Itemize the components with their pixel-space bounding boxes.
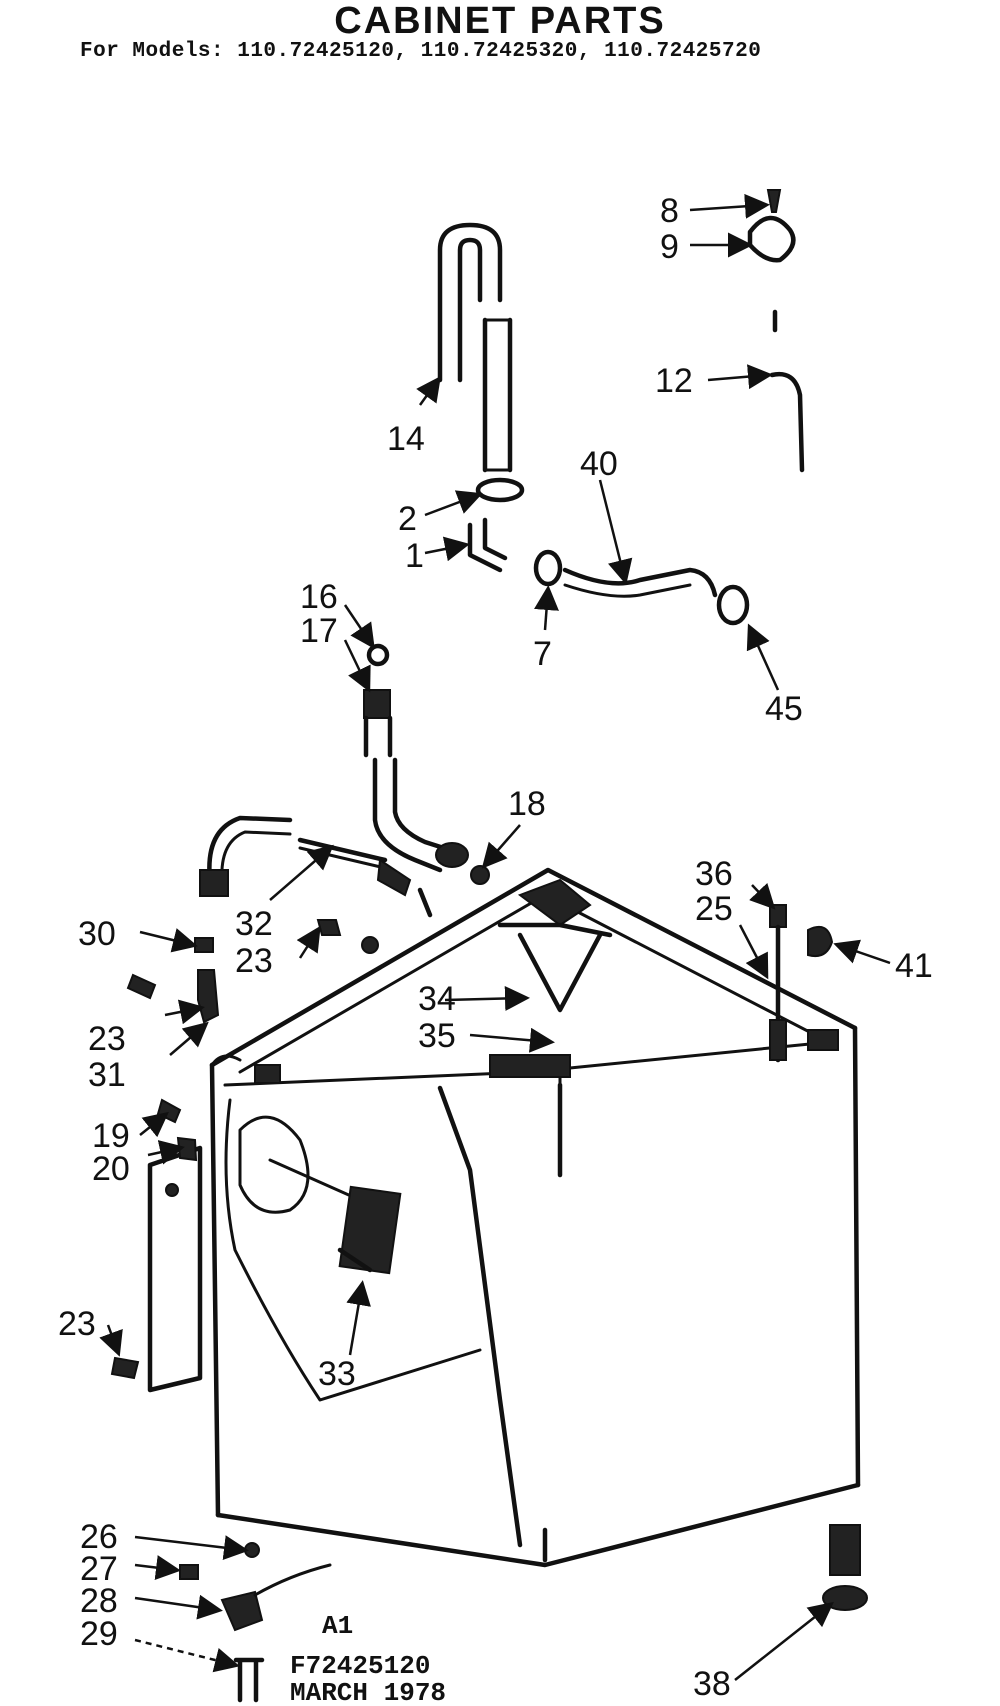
label-23-lower: 23 bbox=[58, 1305, 96, 1343]
bracket-part-28 bbox=[220, 1590, 264, 1632]
footer-date: MARCH 1978 bbox=[290, 1678, 446, 1706]
hose-part-12 bbox=[769, 371, 805, 473]
hose-part-14 bbox=[437, 222, 513, 473]
clamp-part-7 bbox=[533, 549, 563, 587]
label-40: 40 bbox=[580, 445, 618, 483]
label-25: 25 bbox=[695, 890, 733, 928]
plug-part-29 bbox=[233, 1657, 265, 1703]
label-45: 45 bbox=[765, 690, 803, 728]
label-28: 28 bbox=[80, 1582, 118, 1620]
knob-part-41 bbox=[807, 926, 834, 958]
fill-tube-part-17 bbox=[363, 643, 469, 873]
nut-part-26 bbox=[244, 1542, 260, 1558]
label-9: 9 bbox=[660, 228, 679, 266]
diagram-title: CABINET PARTS bbox=[334, 0, 666, 42]
hose-part-40 bbox=[562, 567, 718, 598]
label-27: 27 bbox=[80, 1550, 118, 1588]
label-8: 8 bbox=[660, 192, 679, 230]
washer-part-27 bbox=[179, 1564, 199, 1580]
label-38: 38 bbox=[693, 1665, 731, 1703]
label-23-upper: 23 bbox=[235, 942, 273, 980]
screw-part-23-upper bbox=[316, 919, 342, 936]
label-20: 20 bbox=[92, 1150, 130, 1188]
screw-part-23-left bbox=[126, 973, 157, 1000]
switch-part-33 bbox=[238, 1115, 402, 1275]
side-panel bbox=[147, 1098, 203, 1393]
cabinet-body bbox=[209, 867, 861, 1568]
label-17: 17 bbox=[300, 612, 338, 650]
label-32: 32 bbox=[235, 905, 273, 943]
label-16: 16 bbox=[300, 578, 338, 616]
nut-part-18 bbox=[470, 865, 490, 885]
bracket-part-34 bbox=[517, 932, 603, 1013]
label-23-left: 23 bbox=[88, 1020, 126, 1058]
elbow-part-1 bbox=[467, 517, 508, 573]
label-1: 1 bbox=[405, 537, 424, 575]
screw-part-8 bbox=[766, 189, 782, 213]
clamp-part-45 bbox=[716, 584, 750, 626]
bracket-part-31 bbox=[197, 969, 220, 1024]
hose-part-32 bbox=[199, 815, 433, 918]
model-numbers: For Models: 110.72425120, 110.72425320, … bbox=[80, 40, 762, 63]
label-31: 31 bbox=[88, 1056, 126, 1094]
label-26: 26 bbox=[80, 1518, 118, 1556]
footer-code: A1 bbox=[322, 1611, 353, 1641]
label-7: 7 bbox=[533, 635, 552, 673]
screw-part-23-lower bbox=[110, 1356, 140, 1380]
clip-part-9 bbox=[747, 215, 796, 263]
leveling-leg-part-38 bbox=[822, 1524, 868, 1611]
screw-part-36 bbox=[769, 904, 787, 928]
label-36: 36 bbox=[695, 855, 733, 893]
label-35: 35 bbox=[418, 1017, 456, 1055]
label-2: 2 bbox=[398, 500, 417, 538]
label-19: 19 bbox=[92, 1117, 130, 1155]
label-14: 14 bbox=[387, 420, 425, 458]
label-18: 18 bbox=[508, 785, 546, 823]
footer-part-number: F72425120 bbox=[290, 1651, 430, 1681]
leader-lines bbox=[99, 193, 891, 1681]
label-29: 29 bbox=[80, 1615, 118, 1653]
label-12: 12 bbox=[655, 362, 693, 400]
clamp-part-2 bbox=[475, 477, 525, 503]
label-33: 33 bbox=[318, 1355, 356, 1393]
label-41: 41 bbox=[895, 947, 933, 985]
label-30: 30 bbox=[78, 915, 116, 953]
clip-part-30 bbox=[194, 937, 214, 953]
label-34: 34 bbox=[418, 980, 456, 1018]
callout-labels: 8 9 12 14 40 2 1 7 45 16 17 18 36 25 41 … bbox=[58, 192, 933, 1703]
